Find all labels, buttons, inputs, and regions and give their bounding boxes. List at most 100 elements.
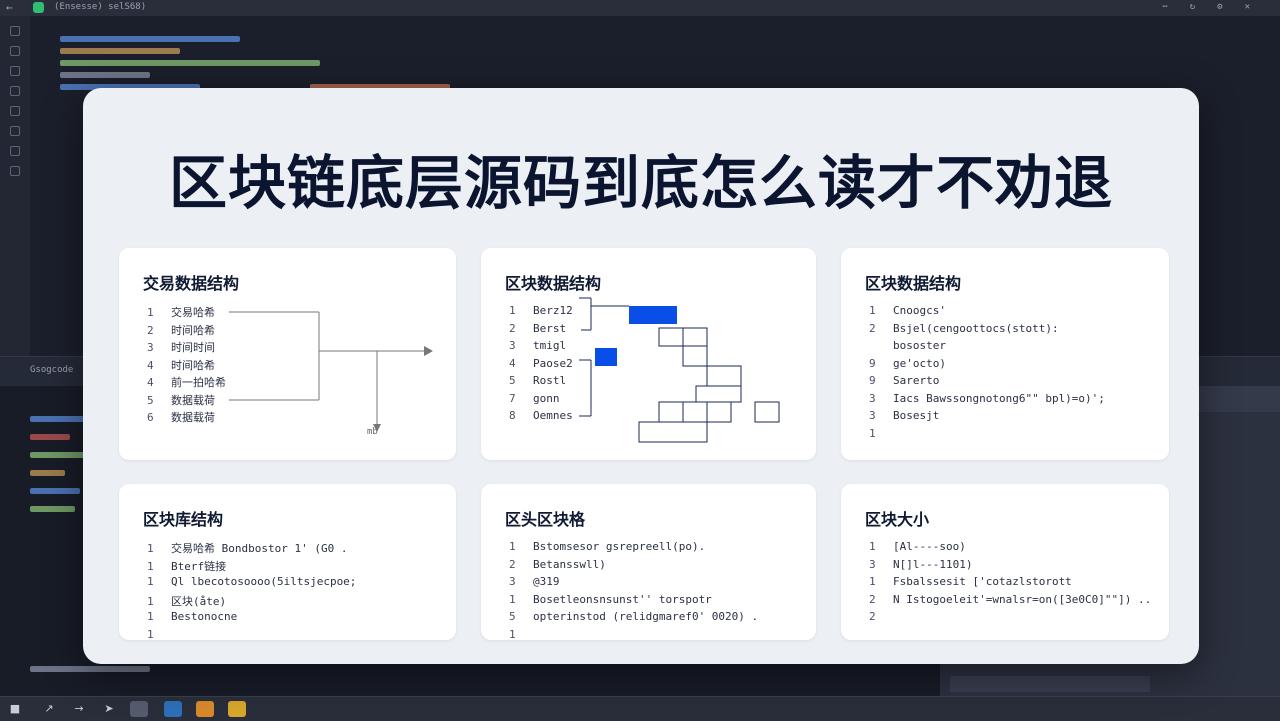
line-text: tmigl [533, 339, 567, 352]
card-title: 区块库结构 [143, 510, 224, 529]
code-line [30, 470, 65, 476]
line-number: 3 [869, 391, 876, 405]
bookmark-icon[interactable] [10, 166, 20, 176]
line-text: 区块(åte) [171, 594, 227, 608]
vscode-task-icon[interactable] [228, 701, 246, 717]
line-number: 1 [147, 542, 154, 555]
code-line [30, 434, 70, 440]
flow-diagram: mb [229, 311, 433, 437]
titlebar-icons: ⋯ ↻ ⚙ ✕ [1162, 2, 1250, 12]
grid-cell [695, 385, 742, 403]
line-number: 1 [147, 575, 154, 588]
line-number: 1 [869, 426, 876, 440]
line-text: 前一拍哈希 [171, 376, 226, 389]
list-item: 1 [869, 427, 1105, 445]
line-text: Rostl [533, 374, 567, 387]
card-title: 区块数据结构 [505, 274, 602, 293]
panel-tab[interactable]: Gsogcode [30, 365, 74, 375]
line-number: 5 [509, 374, 516, 387]
line-number: 3 [869, 409, 876, 422]
window-icon[interactable] [130, 701, 148, 717]
line-number: 2 [509, 557, 516, 571]
line-text: 时间哈希 [171, 358, 215, 372]
code-line [60, 60, 320, 66]
close-icon[interactable]: ✕ [1244, 2, 1250, 12]
line-number: 5 [147, 393, 154, 407]
line-number: 8 [509, 409, 516, 422]
code-line [30, 488, 80, 494]
line-text: 时间哈希 [171, 323, 215, 337]
line-number: 2 [509, 321, 516, 335]
line-number: 5 [509, 610, 516, 623]
sync-icon[interactable]: ↻ [1189, 2, 1196, 12]
back-arrow-icon[interactable]: ← [6, 1, 13, 14]
line-text: 数据载荷 [171, 393, 215, 407]
line-number: 3 [509, 575, 516, 588]
app-task-icon[interactable] [164, 701, 182, 717]
highlight-block [629, 306, 677, 324]
explorer-icon[interactable] [10, 26, 20, 36]
slide-title: 区块链底层源码到底怎么读才不劝退 [168, 149, 1113, 217]
menu-dots-icon[interactable]: ⋯ [1162, 2, 1168, 12]
debug-icon[interactable] [10, 86, 20, 96]
extensions-icon[interactable] [10, 106, 20, 116]
start-icon[interactable]: ■ [9, 702, 21, 715]
list-item: 2 [869, 610, 1151, 628]
list-item: 1 [509, 628, 758, 646]
line-text: 交易哈希 Bondbostor 1' (G0 . [171, 542, 348, 555]
source-control-icon[interactable] [10, 66, 20, 76]
list-item: 1[Al----soo) [869, 540, 1151, 558]
list-item: bososter [869, 339, 1105, 357]
code-line [60, 36, 240, 42]
redo-icon[interactable]: ↗ [44, 702, 54, 715]
folder-icon[interactable] [196, 701, 214, 717]
code-line [60, 48, 180, 54]
list-item: 5 数据载荷 [147, 392, 226, 410]
line-text: ge'octo) [893, 356, 946, 370]
list-item: 5 Rostl [509, 374, 573, 392]
outline-icon[interactable] [10, 126, 20, 136]
line-number: 7 [509, 391, 516, 405]
code-line [60, 84, 200, 90]
list-item: 1 交易哈希 Bondbostor 1' (G0 . [147, 540, 356, 558]
line-number: 1 [869, 304, 876, 317]
search-icon[interactable] [10, 46, 20, 56]
grid-cell [706, 365, 742, 387]
line-text: N Istogoeleit'=wnalsr=on([3e0C0]""]) .. [893, 592, 1152, 606]
line-number: 9 [869, 374, 876, 387]
send-icon[interactable]: ➤ [104, 702, 114, 715]
ide-titlebar: ← (Ensesse) selS68) ⋯ ↻ ⚙ ✕ [0, 0, 1280, 16]
list-item: 2 N Istogoeleit'=wnalsr=on([3e0C0]""]) .. [869, 593, 1151, 611]
settings-icon[interactable]: ⚙ [1217, 2, 1223, 12]
arrow-head-icon [373, 424, 381, 432]
line-number: 2 [869, 592, 876, 606]
taskbar: ■ ↗ → ➤ [0, 696, 1280, 721]
forward-icon[interactable]: → [74, 702, 84, 715]
line-text: Ql lbecotosoooo(5iltsjecpoe; [171, 575, 357, 588]
card-title: 区块数据结构 [865, 274, 962, 293]
terminal-icon[interactable] [10, 146, 20, 156]
line-text: Bterf链接 [171, 559, 227, 573]
line-number: 1 [509, 540, 516, 553]
line-text: Sarerto [893, 374, 940, 387]
grid-cell [682, 327, 708, 367]
line-number: 1 [147, 610, 154, 623]
line-text: 交易哈希 [171, 306, 215, 319]
